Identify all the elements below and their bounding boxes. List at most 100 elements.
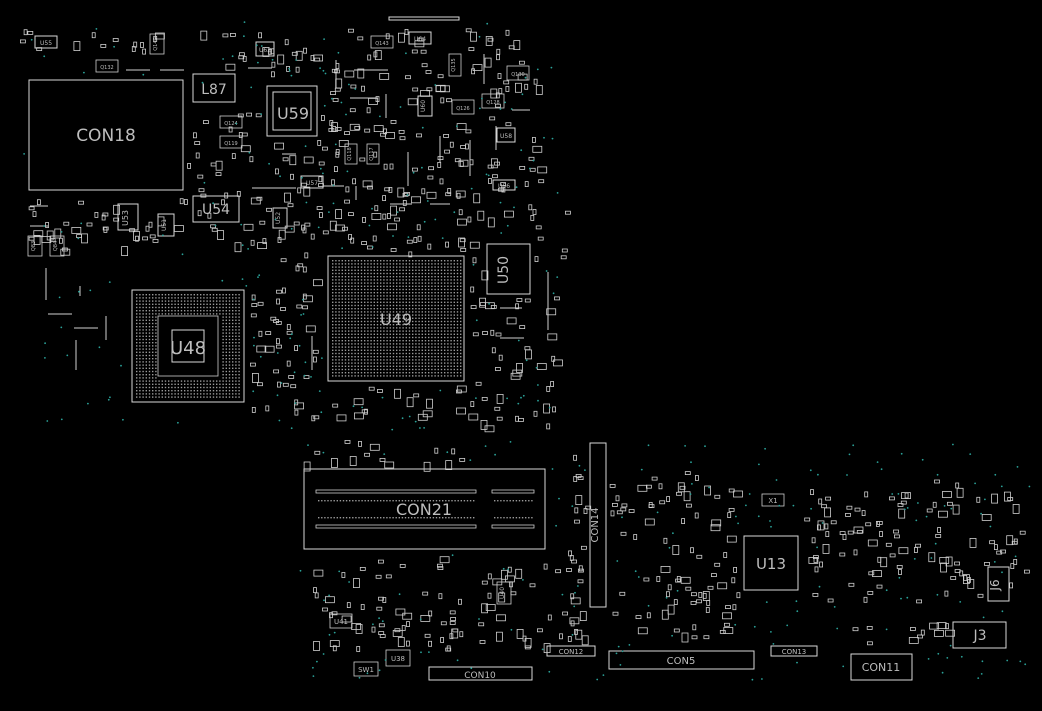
via [668, 546, 671, 549]
u60-chip[interactable]: U60 [417, 95, 433, 117]
u49-chip[interactable]: U49 [327, 255, 465, 382]
l87-inductor[interactable]: L87 [192, 73, 236, 103]
u55-chip[interactable]: U55 [34, 35, 58, 49]
u50-chip[interactable]: U50 [486, 243, 531, 295]
passive-pad [421, 188, 426, 195]
q143-transistor[interactable]: Q143 [370, 35, 394, 49]
bga-ball [456, 343, 459, 345]
bga-ball [348, 375, 350, 377]
q84-transistor[interactable]: Q84 [49, 235, 65, 257]
q118-transistor[interactable]: Q118 [344, 143, 358, 165]
via [60, 418, 63, 421]
bga-ball [228, 361, 231, 363]
q126-transistor[interactable]: Q126 [451, 99, 475, 115]
con21-pin [361, 500, 363, 502]
passive-pad [524, 83, 529, 90]
q132-transistor[interactable]: Q132 [95, 59, 119, 73]
bga-ball [348, 317, 350, 319]
bga-ball [450, 298, 452, 300]
bga-ball [367, 260, 369, 262]
bga-ball [238, 377, 240, 379]
q128-transistor[interactable]: Q128 [481, 93, 505, 109]
bga-ball [373, 368, 375, 371]
passive-pad [303, 47, 308, 54]
bga-ball [376, 336, 379, 339]
u48-chip[interactable]: U48 [131, 289, 245, 403]
via [485, 173, 488, 176]
u58-chip[interactable]: U58 [496, 127, 516, 143]
q119-transistor[interactable]: Q119 [219, 135, 243, 149]
con21-pin [407, 517, 410, 519]
con18-connector[interactable]: CON18 [28, 79, 184, 191]
bga-ball [344, 311, 347, 313]
bga-ball [399, 349, 401, 351]
con14-connector[interactable]: CON14 [589, 442, 607, 608]
passive-pad [464, 143, 469, 150]
u53-chip[interactable]: U53 [117, 203, 139, 231]
bga-ball [456, 340, 459, 342]
u59-chip[interactable]: U59 [266, 85, 318, 137]
bga-ball [341, 285, 343, 287]
passive-pad [723, 552, 728, 558]
bga-ball [232, 364, 234, 366]
via [537, 384, 539, 386]
bga-ball [383, 282, 385, 284]
bga-ball [453, 282, 455, 284]
bga-ball [142, 303, 144, 305]
bga-ball [412, 266, 414, 268]
bga-ball [228, 345, 231, 347]
bga-ball [232, 383, 234, 385]
u64-chip[interactable]: U64 [408, 31, 432, 45]
via [876, 461, 879, 463]
bga-ball [351, 343, 353, 345]
q135-transistor[interactable]: Q135 [448, 53, 462, 77]
j3-jack[interactable]: J3 [952, 621, 1007, 649]
u13-chip[interactable]: U13 [743, 535, 799, 591]
passive-pad [211, 227, 218, 232]
passive-pad [414, 40, 425, 48]
j6-jack[interactable]: J6 [987, 566, 1010, 602]
bga-ball [428, 324, 430, 326]
con21-pin [373, 517, 376, 519]
con21-pin [358, 500, 360, 502]
con5-connector[interactable]: CON5 [608, 650, 755, 670]
bga-ball [187, 294, 189, 296]
sw1-switch[interactable]: SW1 [353, 661, 379, 677]
q124-transistor[interactable]: Q124 [219, 115, 243, 129]
con11-connector[interactable]: CON11 [850, 653, 913, 681]
bga-ball [364, 314, 366, 316]
q140-transistor[interactable]: Q140 [149, 33, 165, 55]
con12-connector[interactable]: CON12 [546, 645, 596, 657]
u54-chip[interactable]: U54 [192, 195, 240, 223]
u56-chip[interactable]: U56 [492, 179, 516, 191]
u51-chip[interactable]: U51 [157, 213, 175, 237]
con21-pin [423, 517, 425, 519]
bga-ball [145, 310, 147, 312]
via [258, 274, 261, 277]
u38-chip[interactable]: U38 [385, 649, 411, 667]
bga-ball [148, 351, 151, 353]
bga-ball [238, 351, 240, 353]
con13-connector[interactable]: CON13 [770, 645, 818, 657]
bga-ball [418, 272, 420, 275]
q117-transistor[interactable]: Q117 [366, 143, 380, 165]
bga-ball [453, 272, 455, 275]
bga-ball [196, 386, 199, 389]
passive-pad [449, 610, 456, 615]
con21-pin [345, 500, 348, 502]
x1-crystal[interactable]: X1 [761, 493, 785, 507]
u41-chip[interactable]: U41 [329, 613, 353, 629]
passive-pad [685, 586, 692, 591]
q83-transistor[interactable]: Q83 [27, 235, 43, 257]
con21-connector[interactable]: CON21 [303, 468, 546, 550]
con10-connector[interactable]: CON10 [428, 666, 533, 681]
bga-ball [348, 372, 350, 374]
passive-pad [537, 628, 543, 633]
bga-ball [402, 301, 404, 303]
passive-pad [406, 397, 414, 408]
u57-chip[interactable]: U57 [300, 175, 324, 189]
u52-chip[interactable]: U52 [272, 207, 288, 229]
bga-ball [364, 324, 366, 326]
bga-ball [341, 295, 343, 297]
con21-pin [494, 500, 496, 502]
